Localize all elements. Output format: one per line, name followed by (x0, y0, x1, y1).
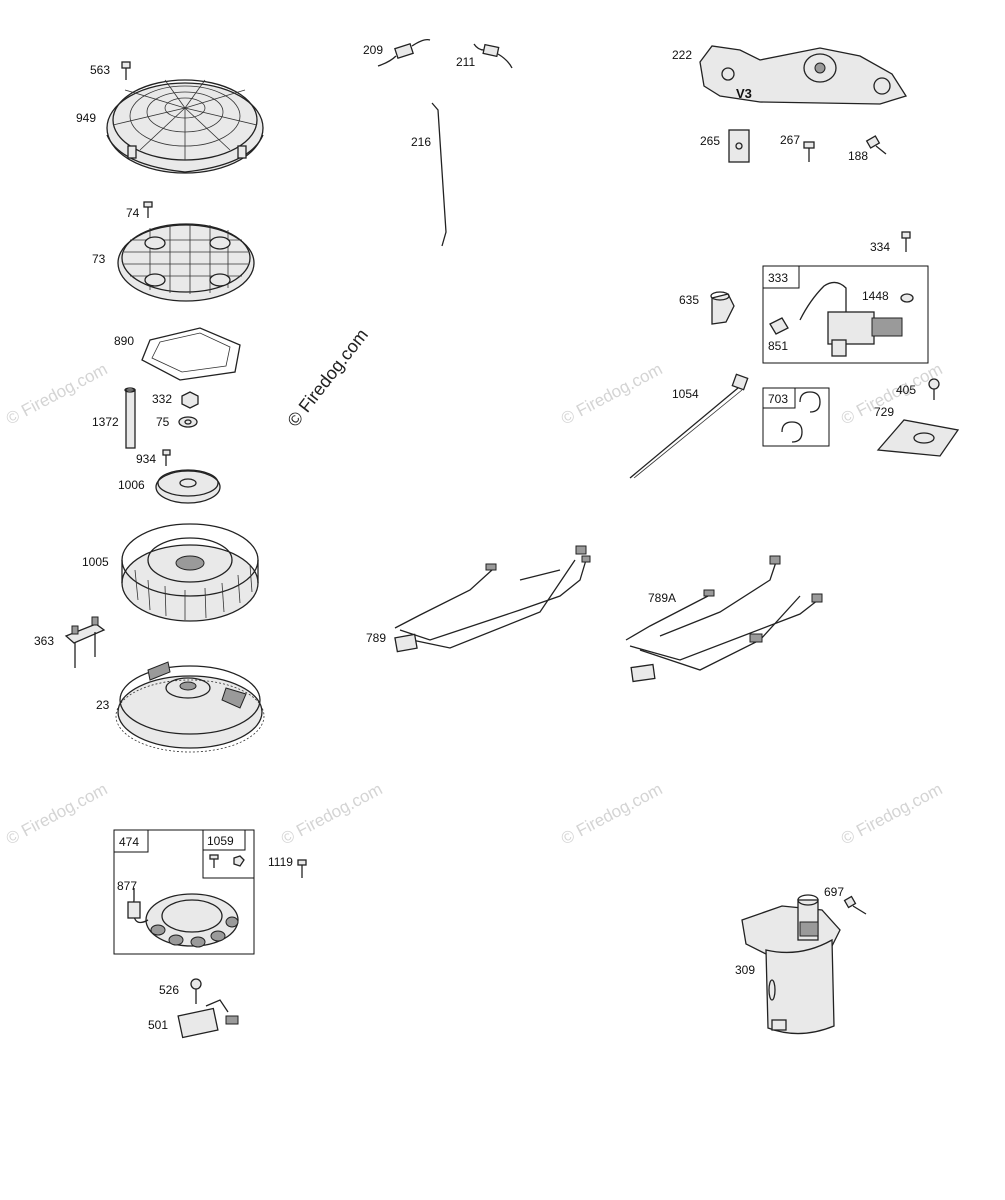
label-890: 890 (114, 334, 134, 348)
part-563-screw: 563 (90, 61, 131, 80)
label-729: 729 (874, 405, 894, 419)
label-405: 405 (896, 383, 916, 397)
part-1005-fan: 1005 (82, 523, 259, 622)
watermark: © Firedog.com (278, 779, 386, 848)
part-789a-harness: 789A (625, 555, 823, 683)
part-1054-cable-tie: 1054 (629, 373, 749, 479)
part-332-nut: 332 (152, 391, 199, 409)
label-188: 188 (848, 149, 868, 163)
label-363: 363 (34, 634, 54, 648)
part-267-screw: 267 (780, 133, 815, 162)
label-75: 75 (156, 415, 170, 429)
part-474-alternator-kit: 474 1059 877 (113, 829, 255, 955)
label-474: 474 (119, 835, 139, 849)
label-74: 74 (126, 206, 140, 220)
watermark: © Firedog.com (558, 359, 666, 428)
label-789: 789 (366, 631, 386, 645)
kit-box-703 (762, 387, 830, 447)
label-309: 309 (735, 963, 755, 977)
part-209-spring: 209 (363, 38, 431, 67)
label-526: 526 (159, 983, 179, 997)
label-1372: 1372 (92, 415, 119, 429)
part-23-flywheel: 23 (96, 661, 265, 753)
kit-box-333 (762, 265, 929, 364)
label-209: 209 (363, 43, 383, 57)
label-703: 703 (768, 392, 788, 406)
watermark: © Firedog.com (3, 779, 111, 848)
label-949: 949 (76, 111, 96, 125)
part-703-kit: 703 (762, 387, 830, 447)
label-216: 216 (411, 135, 431, 149)
part-211-spring: 211 (456, 43, 513, 69)
watermark: © Firedog.com (838, 779, 946, 848)
part-949-rotating-screen: 949 (76, 79, 264, 174)
label-1054: 1054 (672, 387, 699, 401)
label-73: 73 (92, 252, 106, 266)
kit-box-474 (113, 829, 255, 955)
label-1006: 1006 (118, 478, 145, 492)
part-1119-screw: 1119 (268, 855, 307, 878)
label-222: 222 (672, 48, 692, 62)
label-501: 501 (148, 1018, 168, 1032)
label-334: 334 (870, 240, 890, 254)
part-1006-fan: 1006 (118, 469, 221, 504)
label-265: 265 (700, 134, 720, 148)
part-216-rod: 216 (411, 102, 447, 247)
part-75-washer: 75 (156, 415, 198, 429)
label-23: 23 (96, 698, 110, 712)
label-851: 851 (768, 339, 788, 353)
label-1119: 1119 (268, 855, 293, 869)
part-697-screw: 697 (824, 885, 867, 915)
label-211: 211 (456, 55, 475, 69)
main-watermark: © Firedog.com (283, 325, 372, 431)
part-789-harness: 789 (366, 545, 591, 653)
label-v3: V3 (736, 86, 752, 101)
part-501-rectifier: 501 (148, 999, 239, 1039)
part-934-screw: 934 (136, 449, 171, 466)
part-222-control-bracket: 222 V3 (672, 45, 908, 105)
label-789a: 789A (648, 591, 676, 605)
label-877: 877 (117, 879, 137, 893)
watermark: © Firedog.com (558, 779, 666, 848)
label-333: 333 (768, 271, 788, 285)
label-1059: 1059 (207, 834, 234, 848)
part-334-screw: 334 (870, 231, 911, 254)
label-1005: 1005 (82, 555, 109, 569)
label-563: 563 (90, 63, 110, 77)
label-1448: 1448 (862, 289, 889, 303)
part-188-screw: 188 (848, 135, 887, 163)
label-697: 697 (824, 885, 844, 899)
label-635: 635 (679, 293, 699, 307)
part-526-screw: 526 (159, 978, 202, 1004)
label-332: 332 (152, 392, 172, 406)
part-265-clip: 265 (700, 129, 750, 163)
part-890-gasket: 890 (114, 327, 241, 381)
part-405-screw: 405 (896, 378, 940, 400)
part-635-boot: 635 (679, 291, 735, 325)
part-73-screen: 73 (92, 223, 255, 302)
label-934: 934 (136, 452, 156, 466)
part-363-bracket: 363 (34, 616, 106, 668)
part-309-starter-motor: 309 (735, 894, 841, 1035)
part-1372-shaft: 1372 (92, 387, 136, 449)
label-267: 267 (780, 133, 800, 147)
part-729-plate: 729 (874, 405, 960, 457)
part-333-solenoid-kit: 333 851 1448 (762, 265, 929, 364)
part-74-screw: 74 (126, 201, 153, 220)
